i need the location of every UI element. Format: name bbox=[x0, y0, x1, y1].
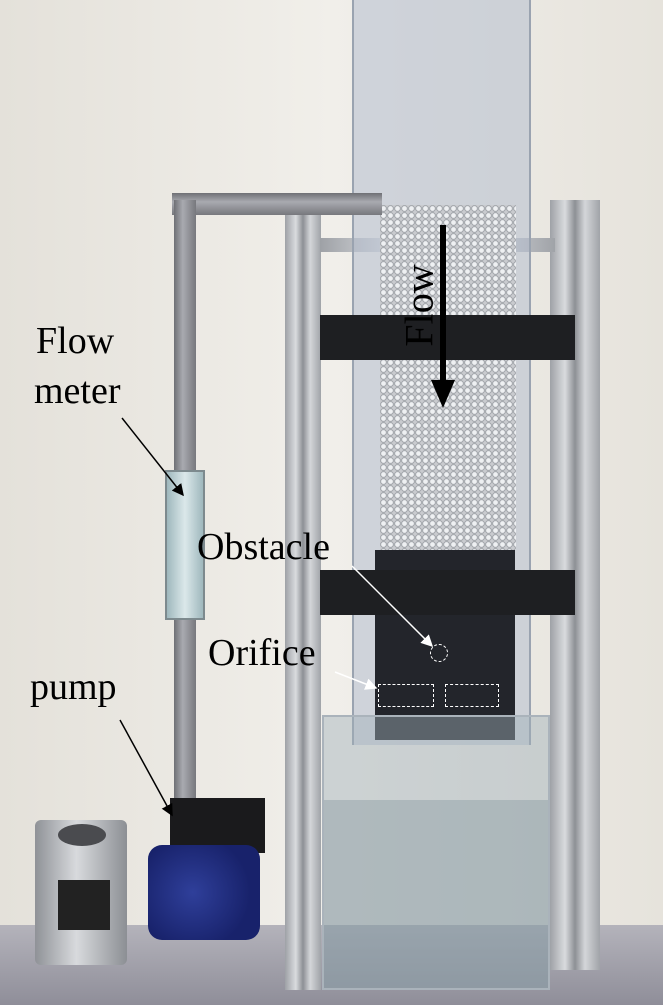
flow-direction-label: Flow bbox=[396, 264, 442, 347]
pump-pointer bbox=[119, 719, 173, 817]
regulator-knob bbox=[58, 824, 106, 846]
obstacle-pointer bbox=[351, 565, 434, 648]
pump-label: pump bbox=[30, 666, 117, 708]
orifice-highlight-right bbox=[445, 684, 499, 707]
orifice-pointer bbox=[334, 671, 378, 690]
upper-strap bbox=[320, 315, 575, 360]
regulator-panel bbox=[58, 880, 110, 930]
horizontal-pipe bbox=[172, 193, 382, 215]
flow-arrowhead-icon bbox=[431, 380, 455, 408]
water-tank bbox=[322, 715, 550, 990]
orifice-label: Orifice bbox=[208, 632, 316, 674]
pump-motor bbox=[148, 845, 260, 940]
left-aluminum-frame bbox=[285, 200, 321, 990]
flow-meter-pointer bbox=[121, 417, 184, 497]
orifice-highlight-left bbox=[378, 684, 434, 707]
granular-material bbox=[380, 205, 516, 550]
obstacle-highlight bbox=[430, 644, 448, 662]
obstacle-label: Obstacle bbox=[197, 526, 330, 568]
flow-meter bbox=[165, 470, 205, 620]
pump-housing bbox=[170, 798, 265, 853]
water bbox=[324, 800, 548, 988]
flow-meter-label-line2: meter bbox=[34, 370, 121, 412]
flow-meter-label-line1: Flow bbox=[36, 320, 115, 362]
